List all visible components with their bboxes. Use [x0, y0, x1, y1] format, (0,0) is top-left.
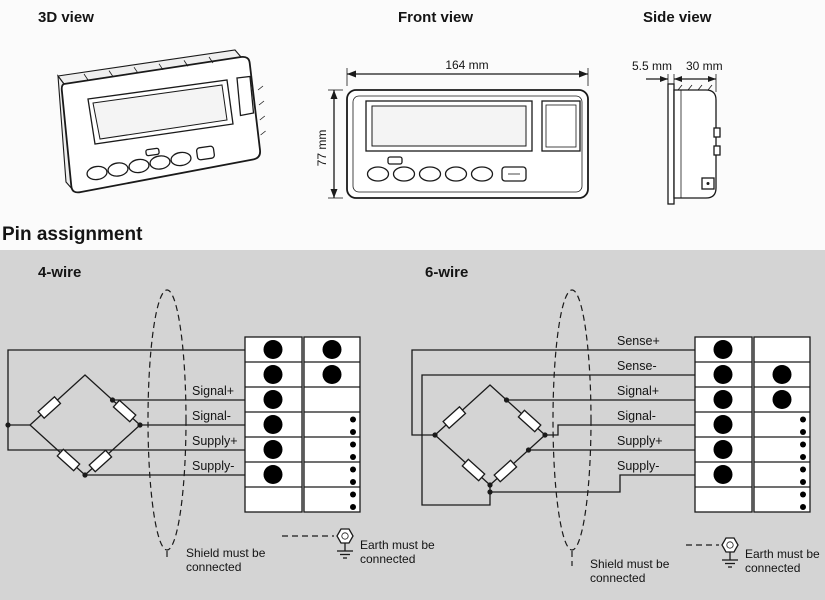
six-wire-notes: Shield must be connected Earth must be c… [571, 537, 820, 585]
side-panel [236, 75, 255, 117]
earth-note-line2: connected [360, 552, 415, 566]
wire-label-sense-plus: Sense+ [617, 334, 660, 348]
wire-label-supply-minus: Supply- [192, 459, 234, 473]
earth-note-line1: Earth must be [360, 538, 435, 552]
four-wire-title: 4-wire [38, 264, 81, 281]
wire-signal-minus [545, 424, 695, 436]
strain-gauge-resistor [37, 395, 62, 420]
earth-note-line2: connected [745, 561, 800, 575]
earth-symbol-6wire [721, 537, 739, 568]
button-2 [107, 162, 129, 177]
four-wire-wiring [5, 349, 245, 478]
button-enter [195, 145, 216, 161]
button-5 [170, 151, 192, 167]
width-dimension: 164 mm [346, 58, 589, 86]
usb-slot [145, 147, 160, 157]
button-4 [149, 155, 171, 170]
front-height-dim: 77 mm [315, 130, 329, 167]
wire-label-supply-plus: Supply+ [617, 434, 663, 448]
six-wire-title: 6-wire [425, 264, 468, 281]
button-1 [86, 165, 108, 181]
device-side-view: 5.5 mm 30 mm [632, 59, 723, 205]
strain-gauge-resistor [517, 409, 542, 433]
shield-note-line1: Shield must be [590, 557, 670, 571]
earth-symbol-4wire [336, 528, 354, 559]
terminal-block-6wire [694, 336, 811, 513]
terminal-pins [350, 416, 356, 510]
strain-gauge-resistor [493, 459, 518, 483]
strain-gauge-resistor [112, 399, 137, 423]
front-display-screen [371, 105, 527, 147]
view-front-label: Front view [398, 9, 473, 26]
device-front-view: 164 mm 77 mm [315, 58, 589, 199]
pin-assignment-heading: Pin assignment [2, 224, 143, 245]
cable-shield-4wire [147, 289, 187, 551]
four-wire-notes: Shield must be connected Earth must be c… [166, 528, 435, 574]
wire-label-sense-minus: Sense- [617, 359, 657, 373]
wire-label-signal-minus: Signal- [192, 409, 231, 423]
hatching-marks [83, 56, 266, 136]
front-usb-slot [387, 156, 403, 165]
terminal-pins [800, 416, 806, 510]
view-side-label: Side view [643, 9, 712, 26]
side-depth-dim: 30 mm [686, 59, 723, 73]
wire-sense-minus [421, 374, 695, 506]
shield-note-line1: Shield must be [186, 546, 266, 560]
front-button-3 [418, 166, 442, 182]
wire-sense-jumper [7, 349, 245, 451]
shield-note-line2: connected [590, 571, 645, 585]
side-clip-1 [713, 127, 721, 138]
side-front-flange [667, 83, 675, 205]
six-wire-diagram: 6-wire Sense+ Sense- Signal+ [411, 264, 820, 585]
wire-label-signal-plus: Signal+ [617, 384, 659, 398]
strain-gauge-resistor [56, 448, 81, 472]
four-wire-labels: Signal+ Signal- Supply+ Supply- [192, 384, 238, 473]
terminal-screws [263, 340, 342, 484]
wire-sense-plus [411, 349, 695, 436]
front-button-row [366, 166, 527, 182]
strain-gauge-resistor [442, 405, 467, 430]
six-wire-labels: Sense+ Sense- Signal+ Signal- Supply+ Su… [617, 334, 663, 473]
front-side-panel-inner [545, 104, 577, 148]
terminal-block-4wire [244, 336, 361, 513]
depth-dimensions: 5.5 mm 30 mm [632, 59, 723, 92]
four-wire-diagram: 4-wire Signal+ Signal- Supply+ Supply- [5, 264, 435, 574]
wire-label-supply-plus: Supply+ [192, 434, 238, 448]
front-button-2 [392, 166, 416, 182]
display-screen [92, 84, 228, 140]
side-hatching [677, 84, 713, 91]
side-body [673, 89, 717, 199]
front-body-inner [352, 95, 583, 193]
wire-label-signal-minus: Signal- [617, 409, 656, 423]
strain-gauge-resistor [88, 449, 113, 473]
strain-gauge-resistor [461, 458, 486, 482]
earth-note-line1: Earth must be [745, 547, 820, 561]
wire-label-signal-plus: Signal+ [192, 384, 234, 398]
side-clip-2 [713, 145, 721, 156]
view-3d-label: 3D view [38, 9, 94, 26]
button-3 [128, 158, 150, 174]
front-width-dim: 164 mm [445, 58, 488, 72]
shield-note-line2: connected [186, 560, 241, 574]
front-button-4 [444, 166, 468, 182]
button-row [86, 145, 216, 181]
front-side-panel [541, 100, 581, 152]
cable-shield-6wire [552, 289, 592, 551]
terminal-screws [713, 340, 792, 484]
load-cell-bridge-4wire [29, 374, 141, 476]
front-button-1 [366, 166, 390, 182]
height-dimension: 77 mm [315, 89, 343, 199]
wire-supply-minus [490, 474, 695, 493]
side-flange-dim: 5.5 mm [632, 59, 672, 73]
load-cell-bridge-6wire [434, 384, 546, 486]
front-button-5 [470, 166, 494, 182]
wire-label-supply-minus: Supply- [617, 459, 659, 473]
device-3d-view [57, 49, 266, 194]
